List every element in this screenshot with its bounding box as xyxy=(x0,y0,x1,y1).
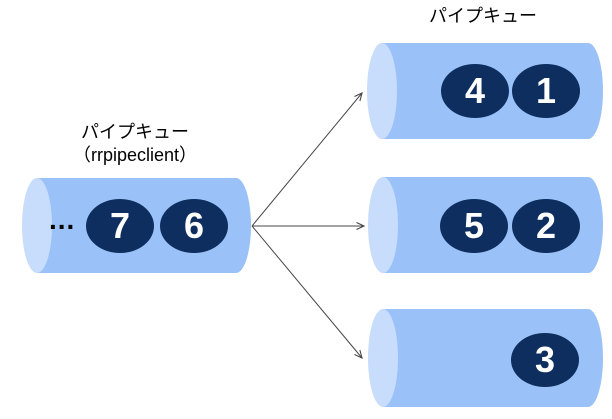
source-pipe-label: パイプキュー （rrpipeclient） xyxy=(35,121,235,167)
target-pipe-middle-cap-icon xyxy=(368,177,398,273)
queue-item-7: 7 xyxy=(86,199,154,253)
queue-item-4-value: 4 xyxy=(464,70,486,111)
queue-item-6-value: 6 xyxy=(183,205,205,246)
target-pipe-middle: 5 2 xyxy=(368,177,603,273)
arrow-to-bottom-queue xyxy=(251,225,363,359)
queue-item-3-value: 3 xyxy=(534,339,556,380)
source-pipe: ... 7 6 xyxy=(22,178,251,273)
source-pipe-cap-icon xyxy=(22,178,52,273)
arrow-to-top-queue xyxy=(251,91,363,227)
source-pipe-label-line1: パイプキュー xyxy=(81,122,189,142)
queue-item-1-value: 1 xyxy=(535,70,557,111)
source-pipe-label-line2: （rrpipeclient） xyxy=(72,145,198,165)
queue-item-5: 5 xyxy=(440,199,508,253)
queue-item-2: 2 xyxy=(512,199,580,253)
queue-item-7-value: 7 xyxy=(109,205,131,246)
queue-ellipsis: ... xyxy=(49,204,76,235)
target-pipe-bottom: 3 xyxy=(368,309,603,407)
queue-item-5-value: 5 xyxy=(463,205,485,246)
target-pipe-bottom-cap-icon xyxy=(368,309,398,407)
queue-item-4: 4 xyxy=(441,64,509,118)
queue-item-3: 3 xyxy=(511,333,579,387)
queue-item-1: 1 xyxy=(512,64,580,118)
queue-item-6: 6 xyxy=(160,199,228,253)
queue-item-2-value: 2 xyxy=(535,205,557,246)
target-pipe-top: 4 1 xyxy=(367,43,603,139)
target-pipe-label: パイプキュー xyxy=(429,6,537,26)
target-pipe-top-cap-icon xyxy=(367,43,397,139)
